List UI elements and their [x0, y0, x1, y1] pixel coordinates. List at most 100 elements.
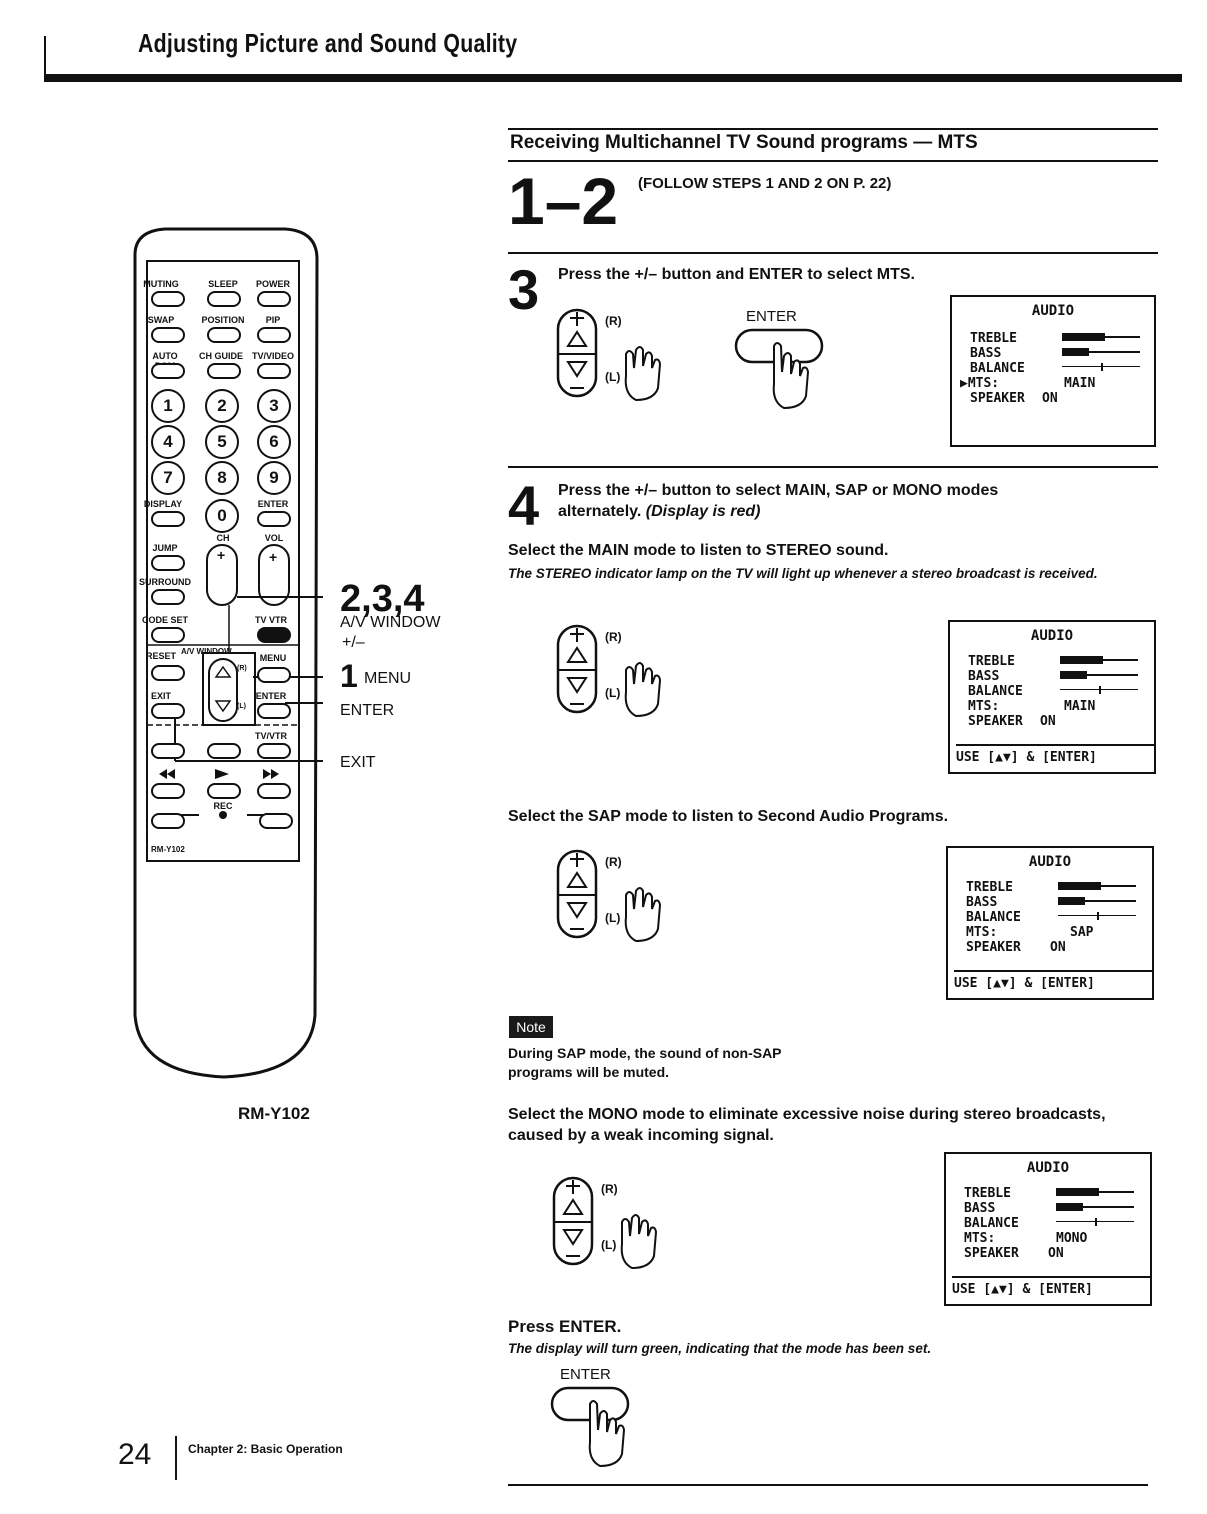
jump-label: JUMP [152, 543, 178, 553]
step-3-text: Press the +/– button and ENTER to select… [558, 266, 915, 283]
power-button[interactable] [257, 291, 291, 307]
number-4-button[interactable]: 4 [151, 425, 185, 459]
vol-plus-sign[interactable]: + [269, 549, 278, 565]
vol-label: VOL [264, 533, 284, 543]
footer-divider [175, 1436, 177, 1480]
plus-minus-press-main-icon [556, 624, 662, 718]
pip-button[interactable] [257, 327, 291, 343]
ch-plus-sign[interactable]: + [217, 547, 226, 563]
record-stop-button[interactable] [151, 743, 185, 759]
press-enter-text: Press ENTER. [508, 1317, 622, 1336]
r-mark-mono: (R) [601, 1182, 618, 1196]
rewind-button[interactable] [151, 783, 185, 799]
main-mode-italic: The STEREO indicator lamp on the TV will… [508, 566, 1098, 581]
use-hint-mono: USE [▲▼] & [ENTER] [952, 1276, 1150, 1298]
exit-button[interactable] [151, 703, 185, 719]
number-1-button[interactable]: 1 [151, 389, 185, 423]
number-5-button[interactable]: 5 [205, 425, 239, 459]
enter-label-remote: ENTER [257, 499, 289, 509]
final-enter-label: ENTER [560, 1366, 611, 1383]
number-8-button[interactable]: 8 [205, 461, 239, 495]
r-mark-step3: (R) [605, 314, 622, 328]
note-badge: Note [509, 1016, 553, 1038]
play-button[interactable] [207, 783, 241, 799]
mts-value-sap: SAP [1070, 925, 1094, 940]
surround-label: SURROUND [139, 577, 192, 587]
auto-pgm-button[interactable] [151, 363, 185, 379]
chapter-label: Chapter 2: Basic Operation [188, 1442, 343, 1456]
audio-menu-mono: AUDIO TREBLE BASS BALANCE MTS:MONO SPEAK… [944, 1152, 1152, 1306]
tv-video-label: TV/VIDEO [251, 351, 294, 361]
final-enter-press-icon [550, 1386, 630, 1468]
sleep-label: SLEEP [208, 279, 238, 289]
tv-video-button[interactable] [257, 363, 291, 379]
ch-guide-button[interactable] [207, 363, 241, 379]
enter2-label-remote: ENTER [255, 691, 287, 701]
enter-button-lower[interactable] [257, 703, 291, 719]
step-4-italic: (Display is red) [645, 503, 761, 520]
tv-vtr2-button[interactable] [257, 743, 291, 759]
step3-rule [508, 252, 1158, 254]
menu-cursor: ▶ [960, 376, 968, 391]
code-set-button[interactable] [151, 627, 185, 643]
fast-forward-button[interactable] [257, 783, 291, 799]
callout-one: 1 [340, 658, 358, 694]
menu-label-remote: MENU [259, 653, 287, 663]
position-button[interactable] [207, 327, 241, 343]
swap-button[interactable] [151, 327, 185, 343]
step-3-enter-label: ENTER [746, 308, 797, 325]
callout-plus-minus: +/– [342, 634, 365, 651]
number-6-button[interactable]: 6 [257, 425, 291, 459]
main-mode-text: Select the MAIN mode to listen to STEREO… [508, 542, 889, 559]
callout-enter: ENTER [340, 702, 395, 719]
muting-button[interactable] [151, 291, 185, 307]
l-mark-remote: (L) [237, 703, 246, 710]
av-window-label-remote: A/V WINDOW [181, 647, 232, 656]
treble-bar [1062, 333, 1140, 341]
enter-button-remote[interactable] [257, 511, 291, 527]
remote-corner-model: RM-Y102 [151, 845, 185, 854]
code-set-label: CODE SET [141, 615, 188, 625]
step-1-2-number: 1–2 [508, 164, 619, 238]
rec-right-button[interactable] [259, 813, 293, 829]
bass-row: BASS [970, 346, 1140, 361]
l-mark-step3: (L) [605, 370, 621, 384]
r-mark-main: (R) [605, 630, 622, 644]
callout-steps-234: 2,3,4 [340, 578, 425, 620]
menu-button[interactable] [257, 667, 291, 683]
step-1-2-text: (FOLLOW STEPS 1 AND 2 ON P. 22) [638, 175, 892, 192]
number-9-button[interactable]: 9 [257, 461, 291, 495]
mono-mode-text: Select the MONO mode to eliminate excess… [508, 1106, 1106, 1144]
pause-button[interactable] [207, 743, 241, 759]
step-3-number: 3 [508, 258, 540, 321]
rec-left-button[interactable] [151, 813, 185, 829]
mts-value-main: MAIN [1064, 699, 1096, 714]
surround-button[interactable] [151, 589, 185, 605]
balance-row: BALANCE [970, 361, 1140, 376]
enter-button-press-icon [734, 328, 824, 410]
audio-menu-main: AUDIO TREBLE BASS BALANCE MTS:MAIN SPEAK… [948, 620, 1156, 774]
plus-minus-press-sap-icon [556, 849, 662, 943]
number-0-button[interactable]: 0 [205, 499, 239, 533]
step-4-number: 4 [508, 474, 540, 537]
page-number: 24 [118, 1438, 152, 1471]
mts-value-mono: MONO [1056, 1231, 1088, 1246]
reset-label: RESET [145, 651, 176, 661]
l-mark-main: (L) [605, 686, 621, 700]
power-label: POWER [255, 279, 290, 289]
treble-row: TREBLE [970, 331, 1140, 346]
left-margin-rule [44, 36, 46, 76]
tv-vtr-switch[interactable] [257, 627, 291, 643]
l-mark-sap: (L) [605, 911, 621, 925]
number-2-button[interactable]: 2 [205, 389, 239, 423]
use-hint-sap: USE [▲▼] & [ENTER] [954, 970, 1152, 992]
number-3-button[interactable]: 3 [257, 389, 291, 423]
use-hint-main: USE [▲▼] & [ENTER] [956, 744, 1154, 766]
sleep-button[interactable] [207, 291, 241, 307]
display-button[interactable] [151, 511, 185, 527]
speaker-value: ON [1042, 391, 1058, 406]
number-7-button[interactable]: 7 [151, 461, 185, 495]
jump-button[interactable] [151, 555, 185, 571]
section-title: Receiving Multichannel TV Sound programs… [510, 132, 978, 153]
reset-button[interactable] [151, 665, 185, 681]
